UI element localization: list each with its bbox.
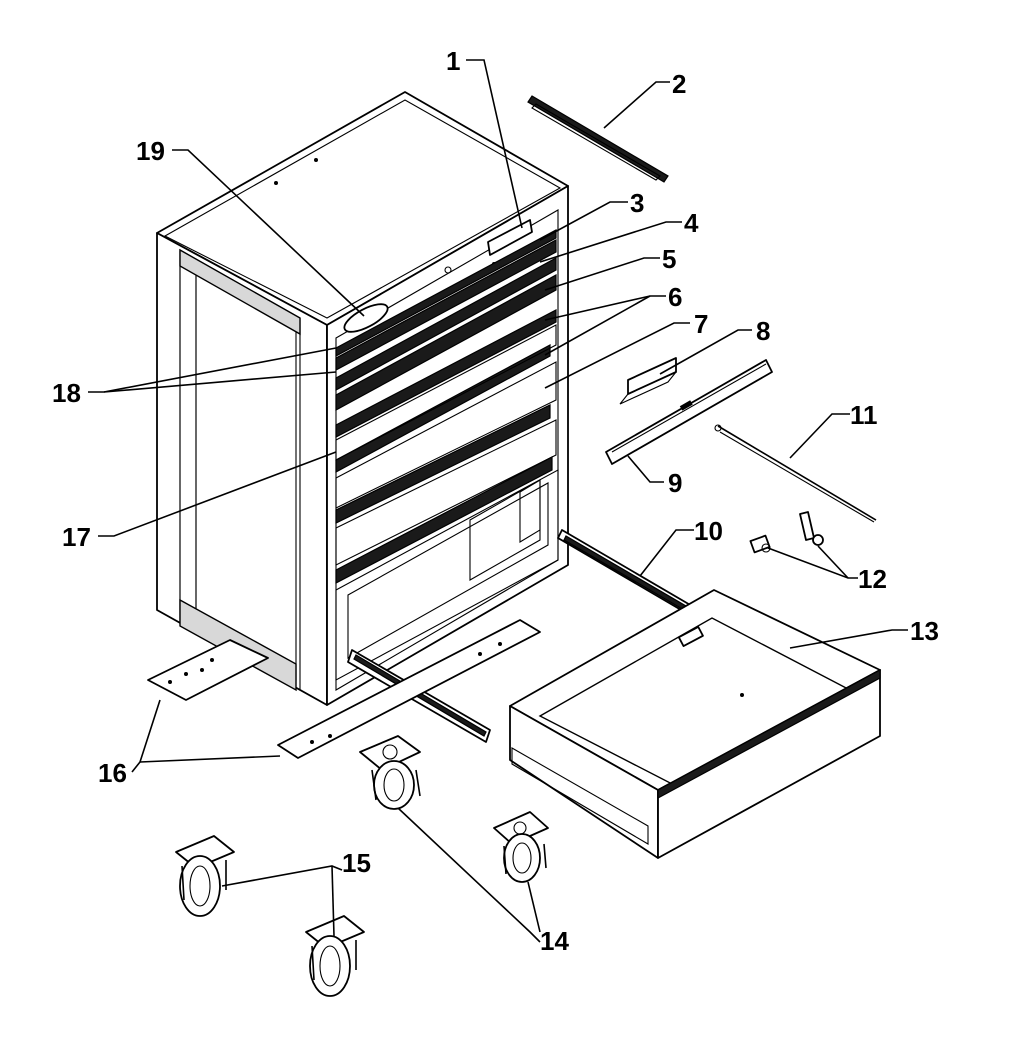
part-14-caster-a [359, 735, 421, 810]
callout-labels: 1 2 3 4 5 6 7 8 9 10 11 12 13 14 15 16 1… [52, 46, 939, 956]
callout-14: 14 [540, 926, 569, 956]
part-15-caster-a [175, 835, 235, 917]
cabinet-body [156, 91, 569, 706]
callout-15: 15 [342, 848, 371, 878]
part-12-screws [749, 511, 824, 554]
callout-10: 10 [694, 516, 723, 546]
part-8-bracket [619, 357, 677, 405]
callout-13: 13 [910, 616, 939, 646]
part-2-top-rail [527, 95, 669, 183]
callout-3: 3 [630, 188, 644, 218]
part-13-drawer [509, 589, 881, 859]
callout-12: 12 [858, 564, 887, 594]
callout-9: 9 [668, 468, 682, 498]
callout-1: 1 [446, 46, 460, 76]
leader-lines [88, 59, 908, 943]
callout-18: 18 [52, 378, 81, 408]
callout-16: 16 [98, 758, 127, 788]
part-16-plates [147, 619, 541, 759]
part-9-rail [605, 359, 773, 465]
callout-19: 19 [136, 136, 165, 166]
callout-8: 8 [756, 316, 770, 346]
callout-11: 11 [850, 400, 878, 430]
drawer-fronts [335, 228, 557, 584]
callout-4: 4 [684, 208, 699, 238]
callout-2: 2 [672, 69, 686, 99]
part-10-drawer-slide [557, 529, 693, 615]
part-14-caster-b [493, 811, 549, 883]
callout-17: 17 [62, 522, 91, 552]
callout-7: 7 [694, 309, 708, 339]
callout-5: 5 [662, 244, 676, 274]
part-11-rod [714, 424, 877, 523]
callout-6: 6 [668, 282, 682, 312]
part-15-caster-b [305, 915, 365, 997]
